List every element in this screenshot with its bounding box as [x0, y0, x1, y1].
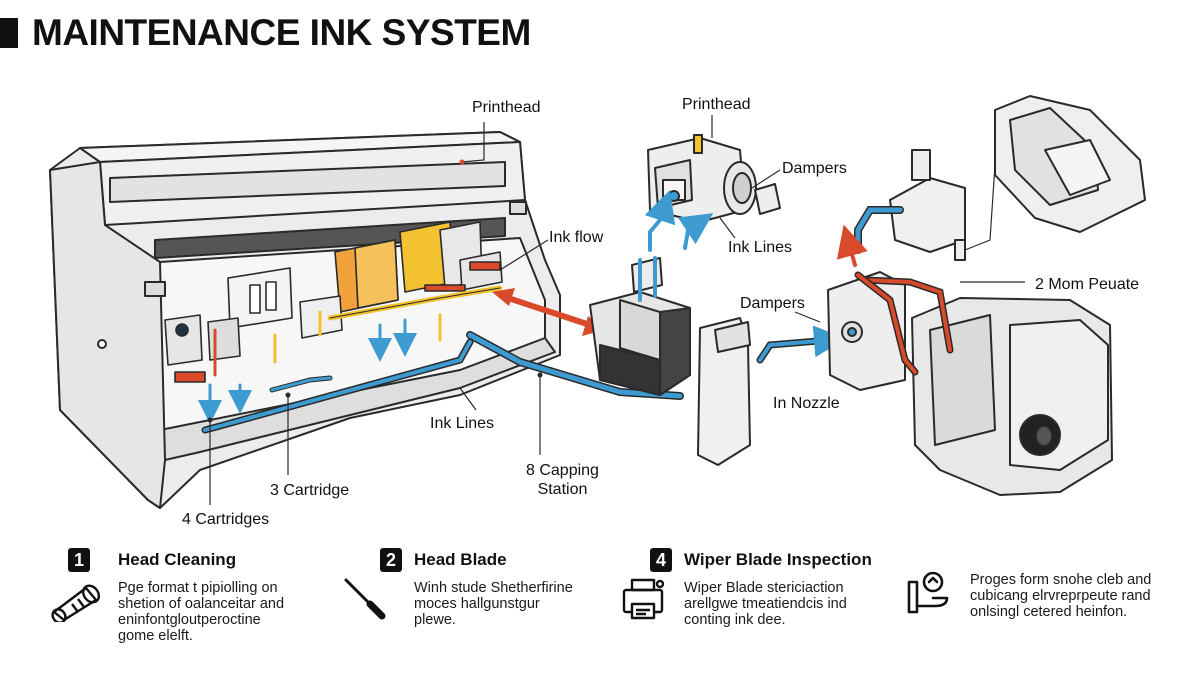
step-number: 4: [650, 548, 672, 572]
printhead-feed-lines: [644, 189, 714, 252]
cleaning-roller-icon: [51, 584, 101, 622]
label-capping-station: 8 Capping Station: [526, 462, 599, 498]
step-text-line: arellgwe tmeatiendcis ind: [684, 596, 847, 612]
step-text-line: cubicang elrvreprpeute rand: [970, 588, 1151, 604]
step-text-line: Winh stude Shetherfirine: [414, 580, 573, 596]
cartridge-holder: [994, 95, 1146, 233]
step-text-line: Wiper Blade stericiaction: [684, 580, 844, 596]
step-text-line: moces hallgunstgur: [414, 596, 540, 612]
step-title: Wiper Blade Inspection: [684, 550, 872, 569]
step-text-line: onlsingl cetered heinfon.: [970, 604, 1128, 620]
label-dampers-top: Dampers: [782, 160, 847, 177]
step-text: Proges form snohe cleb and cubicang elrv…: [970, 572, 1151, 620]
step-text-line: Proges form snohe cleb and: [970, 572, 1152, 588]
internal-ink-lines: [198, 285, 503, 434]
step-text-line: Pge format t pipiolling on: [118, 580, 278, 596]
step-text-line: conting ink dee.: [684, 612, 786, 628]
printer-icon: [622, 578, 665, 620]
pump-lines: [836, 206, 954, 376]
label-ink-lines-top: Ink Lines: [728, 239, 793, 256]
step-text-line: shetion of oalanceitar and: [118, 596, 285, 612]
label-in-nozzle: In Nozzle: [773, 395, 840, 412]
hand-wrench-icon: [907, 571, 949, 614]
printhead-assembly: [647, 134, 781, 223]
label-ink-lines-bottom: Ink Lines: [430, 415, 495, 432]
main-ink-line: [466, 331, 684, 400]
label-ink-flow: Ink flow: [549, 229, 604, 246]
step-text-line: plewe.: [414, 612, 456, 628]
page-title: MAINTENANCE INK SYSTEM: [32, 12, 531, 53]
step-text: Pge format t pipiolling on shetion of oa…: [118, 580, 284, 644]
step-number: 1: [68, 548, 90, 572]
step-text: Wiper Blade stericiaction arellgwe tmeat…: [684, 580, 847, 628]
step-title: Head Blade: [414, 550, 507, 569]
cartridge-rack: [164, 221, 503, 383]
step-text: Winh stude Shetherfirine moces hallgunst…: [414, 580, 573, 628]
label-cartridge: 3 Cartridge: [270, 482, 350, 499]
screwdriver-icon: [344, 578, 386, 620]
ink-system-diagram: [49, 95, 1146, 509]
label-dampers-mid: Dampers: [740, 295, 805, 312]
capping-station-module: [589, 257, 751, 466]
title-bar-mark: [0, 18, 18, 48]
step-title: Head Cleaning: [118, 550, 237, 569]
capping-small-lines: [638, 256, 846, 364]
label-cartridges: 4 Cartridges: [182, 511, 270, 528]
label-printhead-left: Printhead: [472, 99, 541, 116]
step-text-line: eninfontgloutperoctine: [118, 612, 261, 628]
step-number: 2: [380, 548, 402, 572]
pump-machine: [827, 149, 1113, 496]
step-text-line: gome elelft.: [118, 628, 193, 644]
label-printhead-right: Printhead: [682, 96, 751, 113]
label-mom-peuate: 2 Mom Peuate: [1035, 276, 1140, 293]
leader-lines: [207, 115, 1025, 505]
